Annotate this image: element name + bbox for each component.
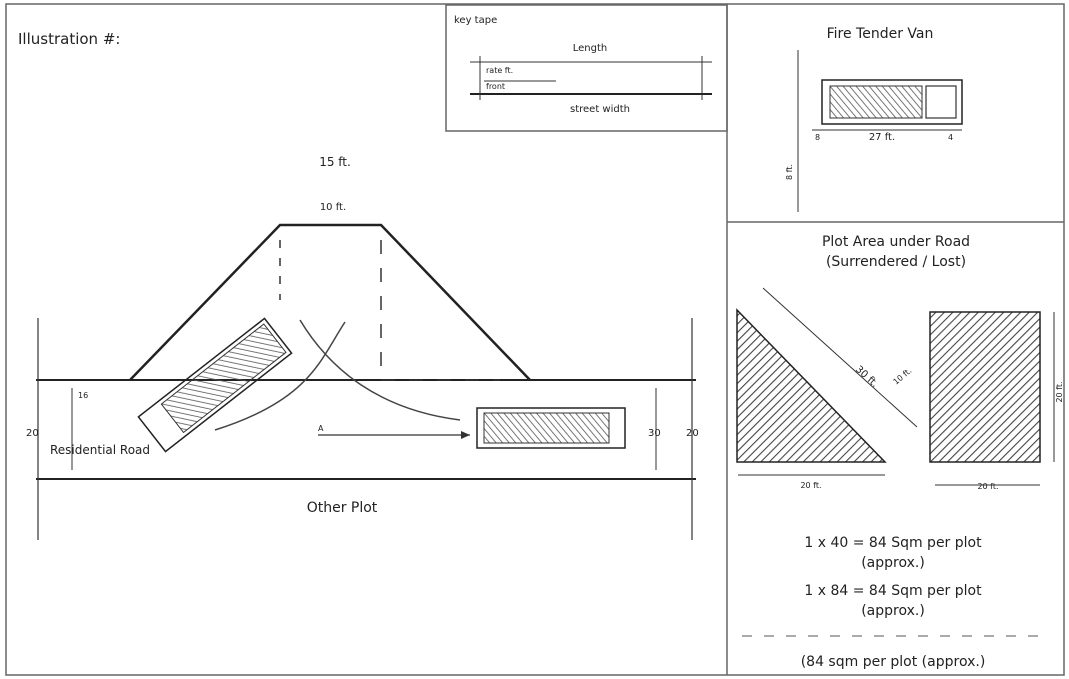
top-dimension-label: 15 ft. [319,155,351,169]
area-panel-title-2: (Surrendered / Lost) [826,254,966,270]
truck-cab [925,85,957,119]
key-box-frame [445,4,728,132]
calc-line-2-note: (approx.) [861,603,925,619]
dim-depth-label: 16 [78,391,88,400]
vehicle-turning [137,317,293,453]
key-box-title: key tape [454,15,497,26]
square-side-label: 20 ft. [1055,381,1064,402]
road-label: Residential Road [50,443,150,457]
triangle-diagonal-dim [762,287,918,428]
road-width-label: 10 ft. [320,202,346,213]
turning-arc-1 [214,321,346,431]
truck-length-label: 27 ft. [869,132,895,143]
area-footer: (84 sqm per plot (approx.) [801,654,986,670]
dim-left-label: 20 [26,428,39,439]
truck-right-dim: 4 [948,133,953,142]
lost-area-triangle [736,308,887,463]
truck-body [829,85,923,119]
truck-left-dim: 8 [815,133,820,142]
calc-line-2: 1 x 84 = 84 Sqm per plot [804,583,982,599]
key-length-label: Length [573,43,608,54]
key-row2: front [486,82,505,91]
turning-arc-2 [299,319,461,421]
calc-line-1: 1 x 40 = 84 Sqm per plot [804,535,982,551]
area-panel-title-1: Plot Area under Road [822,234,970,250]
square-bottom-label: 20 ft. [977,482,998,491]
truck-width-label: 8 ft. [785,164,794,180]
triangle-diagonal-label-2: 10 ft. [892,366,914,386]
key-row1: rate ft. [486,66,513,75]
lost-area-square [929,311,1041,463]
turning-head-outline [129,223,531,381]
calc-line-1-note: (approx.) [861,555,925,571]
illustration-title: Illustration #: [18,30,120,48]
truck-outline [821,79,963,125]
triangle-diagonal-label: 30 ft. [853,364,880,390]
dim-between-label: 30 [648,428,661,439]
vehicle-parked-body [483,412,610,444]
inner-dashed-right [380,240,500,381]
direction-arrow-head [461,431,470,439]
arrow-label: A [318,424,324,433]
triangle-bottom-label: 20 ft. [800,481,821,490]
outer-frame [5,3,1065,676]
vehicle-parked-outline [476,407,626,449]
truck-panel-title: Fire Tender Van [827,26,934,42]
lot-label: Other Plot [307,500,378,516]
dim-right-label: 20 [686,428,699,439]
key-bottom-label: street width [570,104,630,115]
